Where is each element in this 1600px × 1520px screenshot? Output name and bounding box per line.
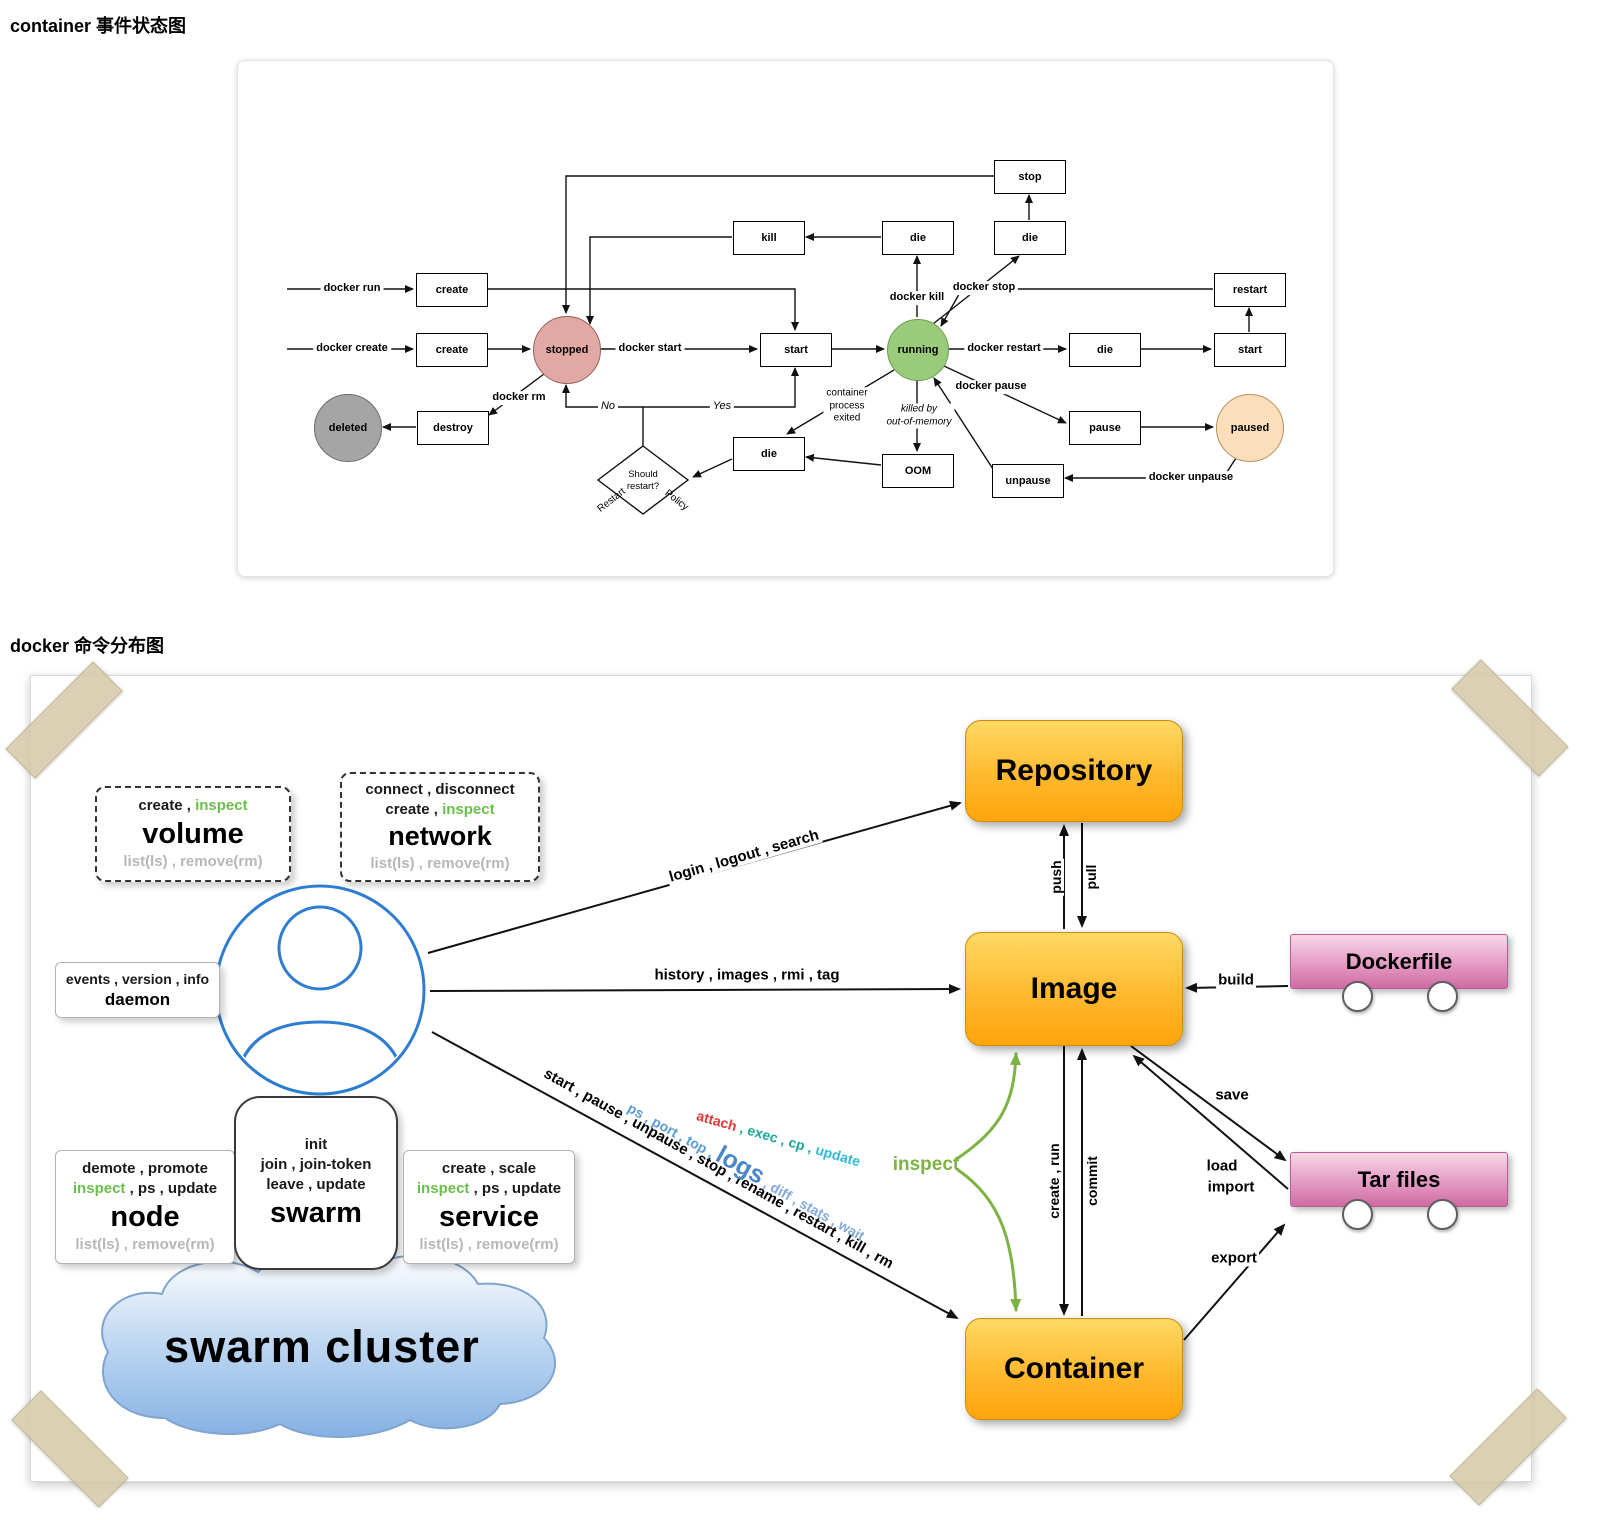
label-docker-run: docker run bbox=[320, 282, 384, 296]
node-name: node bbox=[110, 1201, 180, 1233]
volume-create: create , bbox=[138, 796, 196, 814]
state-box-die-kill: die bbox=[882, 221, 954, 255]
label-build: build bbox=[1216, 971, 1256, 989]
state-stopped: stopped bbox=[533, 316, 601, 384]
state-box-oom: OOM bbox=[882, 454, 954, 488]
daemon-panel: events , version , info daemon bbox=[55, 962, 220, 1018]
label-commit: commit bbox=[1084, 1154, 1100, 1208]
label-docker-pause: docker pause bbox=[952, 380, 1030, 394]
network-commands: create , inspect bbox=[385, 800, 494, 820]
network-connect: connect , disconnect bbox=[365, 780, 515, 798]
label-yes: Yes bbox=[709, 400, 735, 414]
label-push: push bbox=[1048, 858, 1064, 896]
label-load: load bbox=[1204, 1157, 1240, 1175]
service-name: service bbox=[439, 1201, 539, 1233]
swarm-cluster-label: swarm cluster bbox=[164, 1321, 480, 1372]
service-commands-1: create , scale bbox=[441, 1159, 537, 1177]
label-docker-kill: docker kill bbox=[886, 291, 948, 305]
command-map-title: docker 命令分布图 bbox=[10, 636, 165, 656]
volume-list-remove: list(ls) , remove(rm) bbox=[123, 853, 263, 871]
label-docker-stop: docker stop bbox=[949, 281, 1019, 295]
swarm-leave-update: leave , update bbox=[266, 1176, 366, 1193]
dockerfile-wheel-left bbox=[1342, 981, 1373, 1012]
label-inspect: inspect bbox=[892, 1154, 960, 1175]
tar-files-node: Tar files bbox=[1290, 1152, 1508, 1207]
dockerfile-wheel-right bbox=[1427, 981, 1458, 1012]
state-paused: paused bbox=[1216, 394, 1284, 462]
label-create-run: create , run bbox=[1046, 1141, 1062, 1221]
image-node: Image bbox=[965, 932, 1183, 1046]
volume-panel: create , inspect volume list(ls) , remov… bbox=[95, 786, 291, 882]
swarm-join: join , join-token bbox=[260, 1155, 372, 1173]
state-box-pause: pause bbox=[1069, 411, 1141, 445]
network-create: create , bbox=[385, 801, 443, 818]
network-inspect: inspect bbox=[442, 801, 495, 818]
state-box-die-restart: die bbox=[1069, 333, 1141, 367]
state-diagram-title: container 事件状态图 bbox=[10, 16, 187, 36]
state-box-unpause: unpause bbox=[992, 464, 1064, 498]
state-box-start-main: start bbox=[760, 333, 832, 367]
service-ps-update: , ps , update bbox=[469, 1179, 562, 1197]
service-panel: create , scale inspect , ps , update ser… bbox=[403, 1150, 575, 1264]
decision-label: Should restart? bbox=[626, 469, 660, 492]
swarm-panel: init join , join-token leave , update sw… bbox=[234, 1096, 398, 1270]
state-deleted: deleted bbox=[314, 394, 382, 462]
label-docker-unpause: docker unpause bbox=[1145, 471, 1237, 485]
state-box-die-stop: die bbox=[994, 221, 1066, 255]
network-list-remove: list(ls) , remove(rm) bbox=[370, 855, 510, 872]
state-box-stop: stop bbox=[994, 160, 1066, 194]
state-box-create-create: create bbox=[416, 333, 488, 367]
label-import: import bbox=[1205, 1178, 1257, 1196]
state-box-create-run: create bbox=[416, 273, 488, 307]
state-box-start-restart: start bbox=[1214, 333, 1286, 367]
node-commands-1: demote , promote bbox=[82, 1159, 208, 1177]
node-list-remove: list(ls) , remove(rm) bbox=[75, 1236, 215, 1254]
container-node: Container bbox=[965, 1318, 1183, 1420]
label-killed-by-oom: killed by out-of-memory bbox=[883, 403, 955, 429]
network-name: network bbox=[388, 821, 492, 852]
state-box-die-exit: die bbox=[733, 437, 805, 471]
volume-name: volume bbox=[142, 817, 244, 850]
tar-files-wheel-right bbox=[1427, 1199, 1458, 1230]
label-docker-rm: docker rm bbox=[489, 391, 549, 405]
swarm-name: swarm bbox=[270, 1197, 362, 1230]
service-inspect: inspect bbox=[416, 1179, 470, 1197]
label-docker-create: docker create bbox=[313, 342, 391, 356]
swarm-init: init bbox=[304, 1135, 328, 1153]
network-panel: connect , disconnect create , inspect ne… bbox=[340, 772, 540, 882]
daemon-commands: events , version , info bbox=[65, 970, 210, 987]
label-save: save bbox=[1213, 1086, 1251, 1104]
label-process-exited: container process exited bbox=[823, 387, 871, 425]
label-pull: pull bbox=[1083, 862, 1099, 892]
state-running: running bbox=[887, 319, 949, 381]
label-docker-start: docker start bbox=[615, 342, 685, 356]
label-no: No bbox=[597, 400, 619, 414]
service-commands-2: inspect , ps , update bbox=[417, 1179, 561, 1199]
service-list-remove: list(ls) , remove(rm) bbox=[419, 1236, 559, 1254]
label-export: export bbox=[1209, 1249, 1259, 1267]
node-commands-2: inspect , ps , update bbox=[73, 1179, 217, 1199]
repository-node: Repository bbox=[965, 720, 1183, 822]
node-inspect: inspect bbox=[72, 1179, 126, 1197]
state-box-kill: kill bbox=[733, 221, 805, 255]
state-diagram-card bbox=[237, 60, 1334, 577]
state-box-destroy: destroy bbox=[417, 411, 489, 445]
label-docker-restart: docker restart bbox=[964, 342, 1044, 356]
state-box-restart: restart bbox=[1214, 273, 1286, 307]
daemon-name: daemon bbox=[104, 989, 171, 1009]
label-image-commands: history , images , rmi , tag bbox=[652, 966, 842, 984]
tar-files-wheel-left bbox=[1342, 1199, 1373, 1230]
node-panel: demote , promote inspect , ps , update n… bbox=[55, 1150, 235, 1264]
node-ps-update: , ps , update bbox=[125, 1179, 218, 1197]
dockerfile-node: Dockerfile bbox=[1290, 934, 1508, 989]
volume-inspect: inspect bbox=[195, 796, 248, 814]
volume-commands: create , inspect bbox=[138, 796, 247, 816]
